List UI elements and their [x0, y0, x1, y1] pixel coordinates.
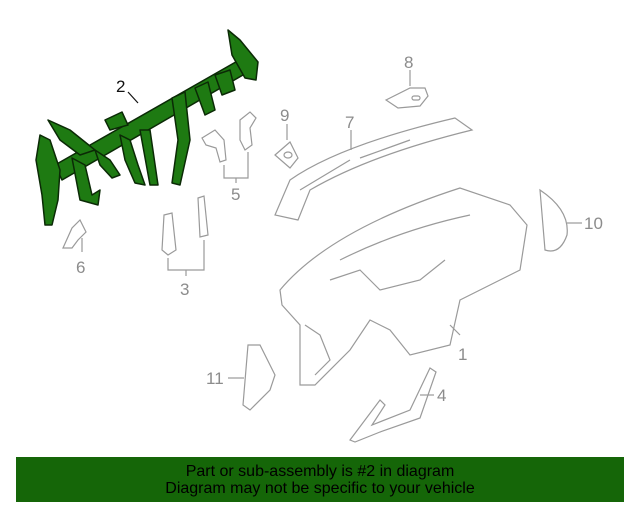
- part-5-brackets[interactable]: [201, 111, 257, 163]
- callout-1[interactable]: 1: [458, 345, 467, 364]
- callout-3[interactable]: 3: [180, 280, 189, 299]
- parts-diagram: 2 5 9 8 7 10 6 3 1 11 4: [35, 29, 603, 443]
- callout-9[interactable]: 9: [280, 106, 289, 125]
- callout-6[interactable]: 6: [76, 258, 85, 277]
- callout-5[interactable]: 5: [231, 185, 240, 204]
- part-10-side-cover[interactable]: [539, 188, 568, 252]
- part-4-trim[interactable]: [349, 367, 437, 443]
- banner-line-2: Diagram may not be specific to your vehi…: [165, 479, 475, 497]
- callout-8[interactable]: 8: [404, 53, 413, 72]
- part-7-defroster-grille[interactable]: [274, 117, 474, 221]
- callout-10[interactable]: 10: [584, 214, 603, 233]
- info-banner: Part or sub-assembly is #2 in diagram Di…: [16, 457, 624, 502]
- part-8-cover[interactable]: [384, 87, 429, 109]
- part-6-bracket[interactable]: [62, 218, 87, 249]
- part-9-clip[interactable]: [274, 141, 299, 169]
- callout-2[interactable]: 2: [116, 77, 125, 96]
- part-1-instrument-panel[interactable]: [279, 187, 528, 386]
- callout-11[interactable]: 11: [206, 369, 224, 388]
- callout-7[interactable]: 7: [345, 113, 354, 132]
- callout-4[interactable]: 4: [437, 386, 446, 405]
- banner-line-1: Part or sub-assembly is #2 in diagram: [185, 462, 455, 480]
- part-2-crosscar-beam[interactable]: [35, 29, 259, 226]
- part-3-brackets[interactable]: [161, 195, 209, 256]
- part-11-end-cap[interactable]: [242, 344, 276, 411]
